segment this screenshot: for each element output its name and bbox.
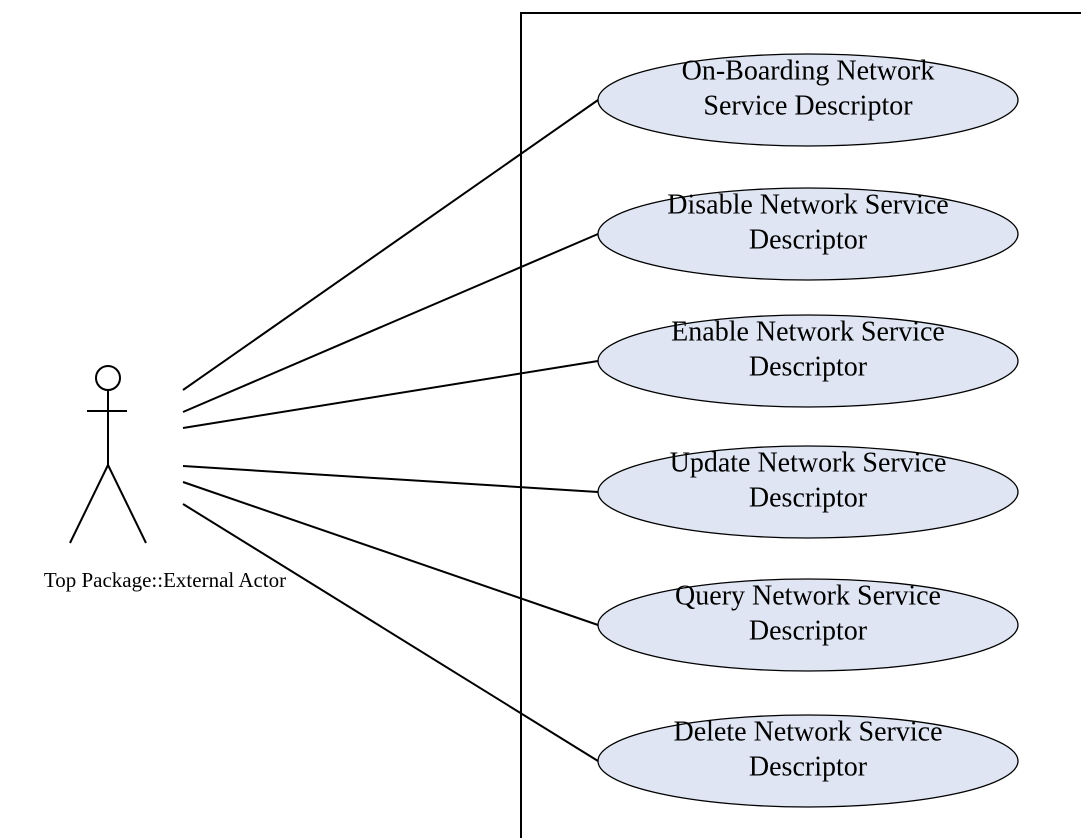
use-case-ellipse (597, 714, 1019, 808)
association-line (182, 99, 599, 391)
use-case-label: Service Descriptor (703, 91, 913, 122)
system-boundary (520, 12, 1081, 838)
association-line (182, 503, 599, 762)
use-case-label: On-Boarding Network (682, 56, 935, 87)
use-case-label: Query Network Service (675, 581, 941, 612)
association-line (182, 360, 599, 429)
actor-head (95, 365, 121, 391)
use-case-label: Descriptor (749, 352, 868, 383)
use-case-label: Disable Network Service (667, 190, 948, 221)
use-case-ellipse (597, 53, 1019, 147)
association-line (182, 233, 599, 413)
actor-label: Top Package::External Actor (44, 568, 286, 592)
use-case-label: Descriptor (749, 616, 868, 647)
actor-left-leg (69, 464, 109, 544)
use-case-label: Descriptor (749, 752, 868, 783)
use-case-label: Descriptor (749, 483, 868, 514)
use-case-ellipse (597, 445, 1019, 539)
actor[interactable]: Top Package::External Actor (44, 365, 286, 592)
use-case-ellipse (597, 314, 1019, 408)
use-case-label: Descriptor (749, 225, 868, 256)
use-case-label: Delete Network Service (674, 717, 943, 748)
associations (182, 99, 599, 762)
use-case-label: Update Network Service (670, 448, 947, 479)
actor-right-leg (107, 464, 147, 544)
use-case-label: Enable Network Service (671, 317, 945, 348)
association-line (182, 481, 599, 626)
use-case-ellipse (597, 187, 1019, 281)
use-case-ellipse (597, 578, 1019, 672)
association-line (182, 465, 599, 493)
